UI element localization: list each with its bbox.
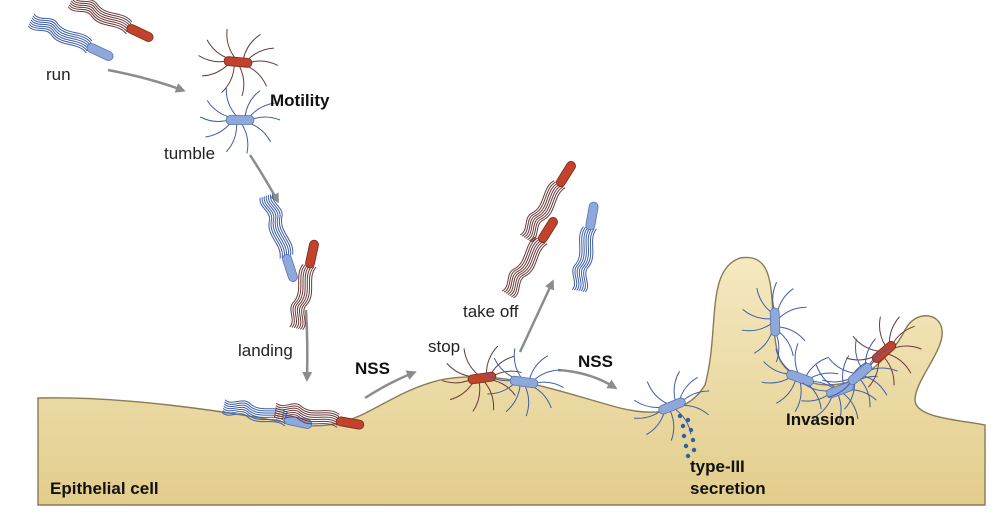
flagella	[289, 264, 317, 331]
run-label: run	[46, 65, 71, 84]
bacterium-tumble-blue	[199, 88, 281, 154]
bacterium-body	[585, 201, 599, 231]
bacterium-body	[223, 56, 253, 68]
landing-to-surface-arrow	[302, 309, 313, 382]
bacterium-stop-red	[442, 345, 522, 412]
motility-label: Motility	[270, 91, 330, 110]
flagella	[801, 355, 878, 425]
bacterium-run-red	[67, 0, 154, 42]
flagella	[199, 88, 281, 154]
flagella	[571, 226, 597, 293]
invasion-label: Invasion	[786, 410, 855, 429]
bacterium-invasion-blue-right	[822, 338, 898, 410]
nss-left-arrow	[364, 370, 417, 400]
bacterium-body	[467, 371, 497, 385]
tumble-to-landing-arrow	[248, 154, 279, 204]
bacterium-body	[769, 307, 781, 337]
bacterium-stop-blue	[484, 348, 564, 417]
flagella	[442, 345, 522, 412]
flagella	[501, 236, 548, 299]
flagella	[67, 0, 133, 35]
type-iii-secretion-dots	[677, 413, 697, 459]
bacterium-body	[509, 375, 539, 389]
tumble-label: tumble	[164, 144, 216, 163]
bacterium-surface-red	[273, 402, 365, 430]
type-iii-label-line1: type-III	[690, 457, 745, 476]
flagella	[741, 281, 807, 363]
flagella	[221, 399, 288, 427]
nss-left-label: NSS	[355, 359, 390, 378]
flagella	[822, 338, 898, 410]
bacterium-invasion-blue-left	[741, 281, 807, 363]
flagella	[198, 28, 279, 97]
bacterium-takeoff-red-bottom	[501, 217, 558, 299]
bacterium-takeoff-blue	[571, 201, 599, 293]
bacterium-body	[826, 381, 854, 399]
take-off-arrow	[518, 279, 555, 353]
bacterium-body	[786, 369, 814, 387]
type-iii-label-line2: secretion	[690, 479, 766, 498]
bacterium-body	[556, 161, 576, 187]
bacteria-layer	[27, 0, 922, 441]
bacterium-surface-blue	[221, 399, 313, 429]
stop-label: stop	[428, 337, 461, 356]
flagella	[519, 180, 566, 243]
nss-right-label: NSS	[578, 352, 613, 371]
bacterium-body	[335, 416, 365, 430]
flagella	[273, 402, 340, 428]
flagella	[761, 343, 839, 413]
bacterium-body	[283, 415, 313, 429]
bacterium-body	[126, 24, 154, 42]
bacterium-body	[658, 397, 686, 415]
bacterium-landing-red	[289, 239, 319, 331]
bacterium-secretion-blue	[633, 370, 710, 441]
bacterium-body	[847, 362, 873, 386]
flagella	[259, 193, 294, 259]
run-to-tumble-arrow	[107, 68, 186, 93]
bacterium-body	[305, 239, 319, 269]
bacterium-invasion-blue-mid	[761, 343, 839, 413]
bacterium-body	[282, 254, 298, 282]
bacterium-invasion-blue-low	[801, 355, 878, 425]
flagella	[484, 348, 564, 417]
flagella	[27, 13, 93, 54]
flagella	[633, 370, 710, 441]
bacterium-run-blue	[27, 13, 114, 61]
epithelial-cell-label: Epithelial cell	[50, 479, 159, 498]
bacterium-tumble-red	[198, 28, 279, 97]
bacterium-body	[225, 115, 255, 125]
bacterium-takeoff-red-top	[519, 161, 576, 243]
bacterium-landing-blue	[259, 193, 298, 282]
nss-right-arrow	[557, 368, 618, 390]
landing-label: landing	[238, 341, 293, 360]
bacterium-body	[538, 217, 558, 243]
bacterium-body	[871, 340, 897, 364]
bacterium-body	[86, 43, 114, 61]
flow-arrows	[107, 68, 618, 400]
take-off-label: take off	[463, 302, 519, 321]
